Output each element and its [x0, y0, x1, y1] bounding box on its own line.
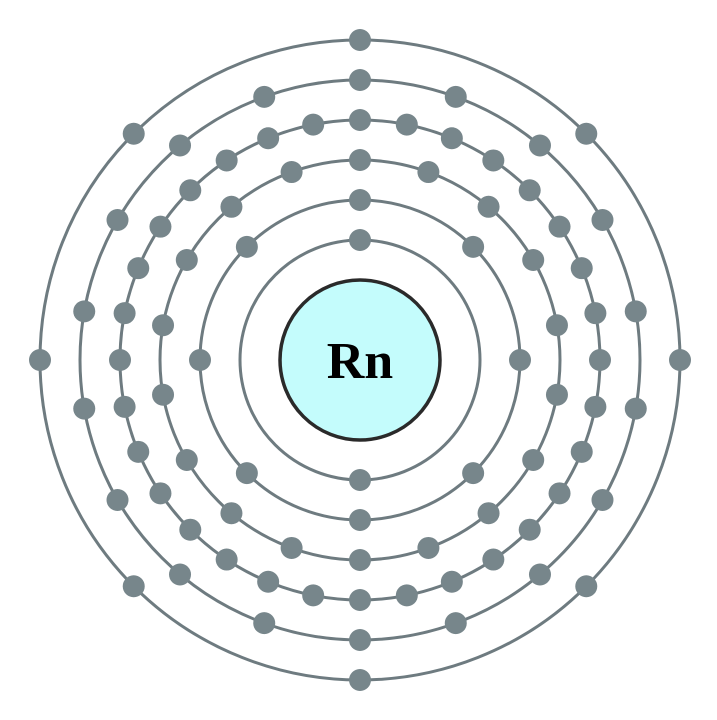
electron-shell-6: [122, 122, 145, 145]
electron-shell-5: [253, 85, 276, 108]
electron-shell-1: [349, 469, 371, 491]
electron-shell-5: [169, 563, 192, 586]
electron-shell-4: [109, 349, 131, 371]
nucleus: [278, 278, 442, 442]
electron-shell-5: [253, 612, 276, 635]
electron-shell-3: [220, 502, 243, 525]
electron-shell-4: [149, 215, 172, 238]
electron-shell-2: [349, 509, 371, 531]
electron-shell-6: [122, 575, 145, 598]
electron-shell-3: [175, 249, 198, 271]
electron-shell-5: [73, 397, 96, 420]
electron-shell-6: [349, 669, 371, 691]
electron-shell-4: [518, 179, 541, 202]
electron-shell-4: [570, 257, 593, 280]
electron-shell-3: [280, 161, 303, 184]
electron-shell-4: [257, 127, 280, 150]
electron-shell-3: [545, 383, 568, 406]
electrons-layer: [29, 29, 691, 691]
electron-shell-3: [522, 249, 545, 271]
electron-shell-3: [152, 314, 175, 337]
electron-shell-5: [624, 300, 647, 323]
electron-shell-2: [462, 235, 485, 258]
electron-shell-5: [591, 489, 614, 511]
electron-shell-3: [477, 502, 500, 525]
electron-shell-4: [127, 257, 150, 280]
electron-shell-3: [417, 161, 440, 184]
electron-shell-3: [220, 195, 243, 218]
electron-shell-5: [528, 134, 551, 157]
electron-shell-4: [113, 395, 136, 418]
electron-shell-2: [235, 235, 258, 258]
electron-shell-4: [215, 149, 238, 172]
electron-shell-4: [482, 548, 505, 571]
electron-shell-4: [482, 149, 505, 172]
electron-shell-4: [149, 482, 172, 505]
electron-shell-5: [349, 629, 371, 651]
electron-shell-4: [548, 482, 571, 505]
electron-shell-4: [518, 518, 541, 541]
electron-shell-6: [575, 575, 598, 598]
electron-shell-5: [624, 397, 647, 420]
electron-shell-3: [349, 549, 371, 571]
electron-shell-2: [462, 462, 485, 485]
electron-shell-3: [477, 195, 500, 218]
electron-shell-6: [575, 122, 598, 145]
electron-shell-6: [29, 349, 51, 371]
electron-shell-5: [106, 489, 129, 511]
electron-shell-4: [570, 440, 593, 463]
electron-shell-5: [444, 85, 467, 108]
electron-shell-4: [584, 302, 607, 325]
electron-shell-3: [280, 536, 303, 559]
electron-shell-5: [349, 69, 371, 91]
electron-shell-2: [189, 349, 211, 371]
electron-shell-3: [522, 449, 545, 471]
electron-shell-3: [545, 314, 568, 337]
electron-shell-4: [395, 584, 418, 607]
electron-shell-3: [152, 383, 175, 406]
electron-shell-2: [349, 189, 371, 211]
electron-shell-4: [302, 584, 325, 607]
electron-shell-4: [395, 113, 418, 136]
electron-shell-5: [73, 300, 96, 323]
electron-shell-6: [669, 349, 691, 371]
electron-shell-5: [528, 563, 551, 586]
electron-shell-3: [349, 149, 371, 171]
electron-shell-4: [215, 548, 238, 571]
electron-shell-4: [589, 349, 611, 371]
electron-shell-3: [175, 449, 198, 471]
electron-shell-6: [349, 29, 371, 51]
electron-shell-3: [417, 536, 440, 559]
electron-shell-4: [113, 302, 136, 325]
electron-shell-2: [509, 349, 531, 371]
electron-shell-1: [349, 229, 371, 251]
electron-shell-5: [169, 134, 192, 157]
electron-shell-4: [179, 518, 202, 541]
element-symbol: Rn: [327, 333, 394, 390]
electron-shell-5: [106, 209, 129, 231]
electron-shell-4: [584, 395, 607, 418]
electron-shell-4: [127, 440, 150, 463]
electron-shell-5: [444, 612, 467, 635]
electron-shell-4: [440, 127, 463, 150]
electron-shell-4: [302, 113, 325, 136]
electron-shell-4: [179, 179, 202, 202]
electron-shell-4: [257, 570, 280, 593]
electron-shell-2: [235, 462, 258, 485]
electron-shell-5: [591, 209, 614, 231]
electron-shell-4: [349, 589, 371, 611]
electron-shell-4: [349, 109, 371, 131]
electron-shell-4: [440, 570, 463, 593]
electron-shell-4: [548, 215, 571, 238]
